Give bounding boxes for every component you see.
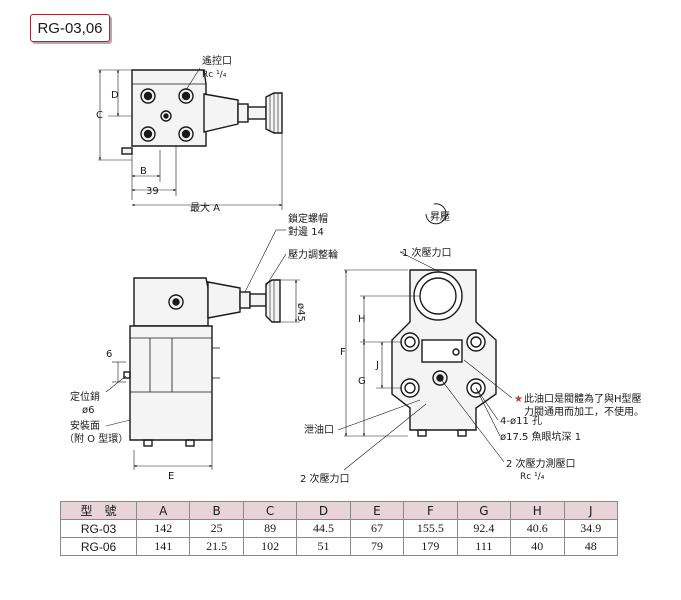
label-E: E bbox=[168, 471, 174, 482]
label-remote-port-size: Rc ¹/₄ bbox=[202, 70, 227, 80]
table-cell: 79 bbox=[349, 537, 405, 556]
model-badge: RG-03,06 bbox=[30, 14, 110, 42]
table-header-row: 型 號 A B C D E F G H J bbox=[60, 501, 618, 520]
table-cell: 40.6 bbox=[510, 519, 565, 538]
label-pressure-knob: 壓力調整輪 bbox=[288, 248, 338, 261]
spec-table: 型 號 A B C D E F G H J RG-03 142 25 89 44… bbox=[60, 501, 618, 556]
label-gauge-port: 2 次壓力測壓口 bbox=[506, 457, 576, 470]
header-D: D bbox=[296, 501, 351, 520]
table-cell: 141 bbox=[135, 537, 191, 556]
header-H: H bbox=[510, 501, 565, 520]
side-view bbox=[105, 229, 300, 470]
table-row: RG-06 141 21.5 102 51 79 179 111 40 48 bbox=[60, 537, 618, 556]
label-C: C bbox=[96, 110, 103, 121]
table-cell: 40 bbox=[510, 537, 565, 556]
table-cell: 89 bbox=[242, 519, 298, 538]
header-J: J bbox=[563, 501, 618, 520]
label-mount-face: 安裝面 bbox=[70, 419, 100, 432]
label-primary-port: 1 次壓力口 bbox=[402, 246, 452, 259]
table-cell: 92.4 bbox=[456, 519, 512, 538]
label-bolt-holes: 4-ø11 孔 bbox=[500, 415, 542, 427]
label-remote-port: 遙控口 bbox=[202, 54, 232, 67]
label-counterbore: ø17.5 魚眼坑深 1 bbox=[500, 430, 581, 443]
note-star-icon: ★ bbox=[514, 394, 523, 405]
label-pin-dia: ø6 bbox=[82, 405, 94, 416]
label-max-a: 最大 A bbox=[190, 201, 220, 214]
label-secondary-port: 2 次壓力口 bbox=[300, 472, 350, 485]
table-cell: 102 bbox=[242, 537, 298, 556]
table-cell: 155.5 bbox=[403, 519, 458, 538]
label-gauge-port-size: Rc ¹/₄ bbox=[520, 472, 545, 482]
header-model: 型 號 bbox=[60, 501, 137, 520]
header-G: G bbox=[456, 501, 512, 520]
label-note-line2: 力閥通用而加工，不使用。 bbox=[524, 405, 644, 418]
table-cell: 179 bbox=[403, 537, 458, 556]
label-39: 39 bbox=[146, 186, 159, 197]
table-cell: 111 bbox=[456, 537, 512, 556]
header-F: F bbox=[403, 501, 458, 520]
table-cell: 34.9 bbox=[563, 519, 618, 538]
table-cell: 67 bbox=[349, 519, 405, 538]
table-cell: RG-03 bbox=[60, 519, 137, 538]
label-6: 6 bbox=[106, 349, 112, 360]
label-lock-nut: 鎖定螺帽 bbox=[288, 212, 328, 225]
label-J: J bbox=[375, 360, 379, 371]
table-cell: 48 bbox=[563, 537, 618, 556]
label-F: F bbox=[340, 347, 346, 358]
label-B: B bbox=[140, 166, 147, 177]
table-cell: 51 bbox=[296, 537, 351, 556]
header-A: A bbox=[135, 501, 191, 520]
top-view bbox=[98, 67, 283, 210]
table-cell: 44.5 bbox=[296, 519, 351, 538]
label-rise: 昇壓 bbox=[430, 211, 450, 223]
label-o-ring: （附 O 型環） bbox=[64, 432, 128, 445]
table-cell: 21.5 bbox=[189, 537, 244, 556]
front-view bbox=[337, 203, 513, 471]
header-E: E bbox=[349, 501, 405, 520]
label-G: G bbox=[358, 376, 366, 387]
label-locating-pin: 定位銷 bbox=[70, 390, 100, 403]
label-drain-port: 泄油口 bbox=[304, 423, 334, 436]
label-D: D bbox=[111, 90, 119, 101]
table-cell: 142 bbox=[135, 519, 191, 538]
label-H: H bbox=[358, 314, 366, 325]
label-dia-45: ø45 bbox=[295, 303, 306, 322]
label-across-flats: 對邊 14 bbox=[288, 225, 324, 238]
table-cell: 25 bbox=[189, 519, 244, 538]
table-row: RG-03 142 25 89 44.5 67 155.5 92.4 40.6 … bbox=[60, 519, 618, 538]
header-B: B bbox=[189, 501, 244, 520]
label-note-line1: 此油口是閥體為了與H型壓 bbox=[524, 392, 642, 405]
header-C: C bbox=[242, 501, 298, 520]
table-cell: RG-06 bbox=[60, 537, 137, 556]
